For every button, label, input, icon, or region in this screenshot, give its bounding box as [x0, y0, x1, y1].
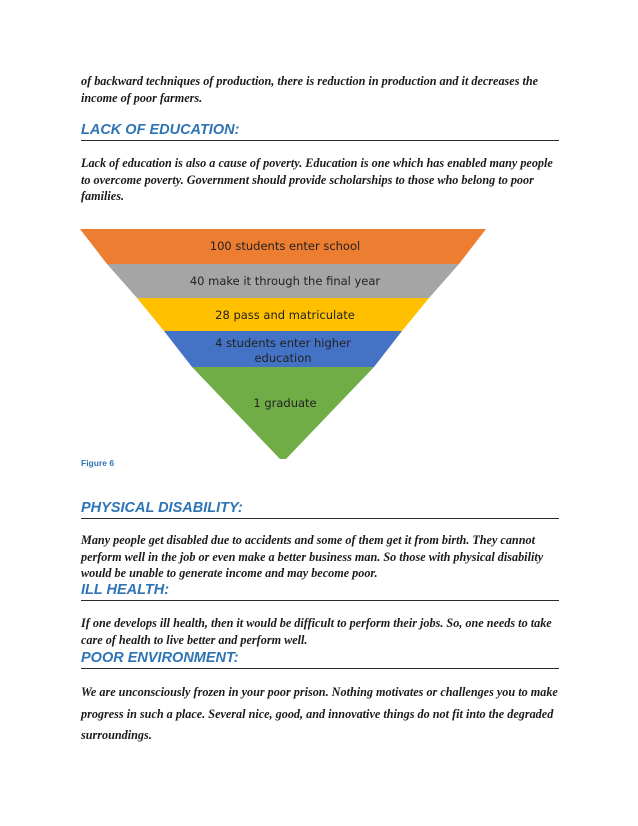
paragraph-lack-of-education: Lack of education is also a cause of pov…	[81, 156, 553, 203]
heading-lack-of-education: LACK OF EDUCATION:	[81, 122, 559, 141]
intro-paragraph: of backward techniques of production, th…	[81, 74, 539, 105]
funnel-level-1	[80, 229, 486, 264]
funnel-level-2	[107, 264, 459, 298]
heading-poor-environment: POOR ENVIRONMENT:	[81, 650, 559, 669]
paragraph-physical-disability: Many people get disabled due to accident…	[81, 533, 544, 580]
funnel-level-3	[137, 298, 429, 331]
funnel-level-5	[192, 367, 374, 459]
funnel-label-4: 4 students enter higher education	[215, 336, 351, 365]
heading-ill-health: ILL HEALTH:	[81, 582, 559, 601]
education-funnel-diagram	[80, 229, 486, 459]
funnel-level-4	[164, 331, 402, 367]
paragraph-ill-health: If one develops ill health, then it woul…	[81, 616, 552, 647]
paragraph-poor-environment: We are unconsciously frozen in your poor…	[81, 685, 558, 742]
funnel-label-1: 100 students enter school	[209, 239, 361, 253]
funnel-label-3: 28 pass and matriculate	[215, 308, 355, 322]
funnel-label-5: 1 graduate	[253, 396, 317, 410]
funnel-label-2: 40 make it through the final year	[189, 274, 381, 288]
figure-caption: Figure 6	[81, 458, 115, 468]
heading-physical-disability: PHYSICAL DISABILITY:	[81, 500, 559, 519]
